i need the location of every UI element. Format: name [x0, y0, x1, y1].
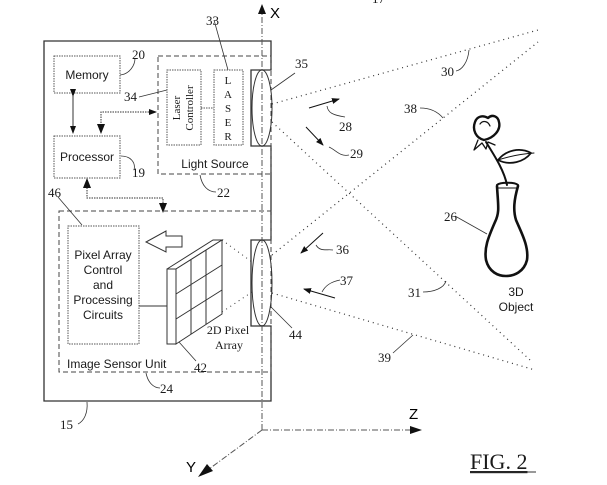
- circuits-label-line: Processing: [73, 293, 132, 307]
- laser-letter: E: [225, 117, 232, 129]
- data-flow-arrow-icon: [144, 230, 183, 253]
- return-beam-arrow-37: [303, 288, 336, 299]
- ref-19: 19: [132, 165, 145, 180]
- circuits-label-line: Pixel Array: [74, 248, 131, 262]
- collection-ray-upper: [271, 41, 539, 256]
- ref-15: 15: [60, 417, 73, 432]
- circuits-label-line: and: [93, 278, 113, 292]
- projection-lens: [251, 69, 273, 147]
- circuits-label-line: Control: [84, 263, 123, 277]
- leader-38: [419, 107, 444, 119]
- leader-36: [315, 244, 334, 251]
- laser-letter: L: [225, 75, 232, 87]
- laser-block: [213, 69, 244, 146]
- image-sensor-unit-box: [58, 210, 272, 373]
- z-axis-label: Z: [409, 406, 418, 423]
- pixel-array-circuits-block: [67, 225, 140, 345]
- ref-24: 24: [160, 381, 174, 396]
- ref-42: 42: [194, 360, 207, 375]
- ref-26: 26: [444, 209, 458, 224]
- leader-42: [178, 341, 197, 362]
- x-axis-arrow-icon: [258, 4, 266, 14]
- collection-lens: [251, 239, 273, 327]
- ref-35: 35: [295, 56, 308, 71]
- pixel-array-label-line2: Array: [215, 338, 243, 352]
- leader-15: [77, 401, 88, 425]
- circuits-label-line: Circuits: [83, 308, 123, 322]
- figure-title: FIG. 2: [470, 449, 527, 474]
- pixel-array-grid: [166, 239, 224, 345]
- laser-label: L A S E R: [224, 75, 232, 143]
- image-sensor-unit-label: Image Sensor Unit: [67, 357, 167, 371]
- sensor-ray-lower: [221, 291, 253, 313]
- laser-letter: A: [224, 89, 232, 101]
- pixel-array-label-line1: 2D Pixel: [207, 323, 250, 337]
- processor-lightsource-bus: [100, 109, 157, 133]
- leader-44: [269, 305, 293, 329]
- laser-letter: R: [224, 131, 232, 143]
- leader-20: [119, 57, 136, 76]
- leader-37: [321, 279, 341, 293]
- processor-sensor-bus: [86, 180, 164, 209]
- leader-22: [199, 174, 217, 193]
- leader-28: [326, 105, 346, 118]
- processor-bus-arrow-icon: [97, 124, 105, 134]
- ref-46: 46: [48, 185, 62, 200]
- memory-block: [53, 55, 121, 94]
- object-label-line1: 3D: [508, 285, 524, 299]
- ref-38: 38: [404, 101, 417, 116]
- leader-29: [328, 146, 350, 156]
- light-source-box: [157, 55, 272, 175]
- processor-sensor-arrow-up-icon: [83, 178, 91, 188]
- ref-33: 33: [206, 13, 219, 28]
- outgoing-beam-arrow-28: [308, 98, 340, 109]
- ref-28: 28: [339, 119, 352, 134]
- illumination-ray-lower: [271, 121, 531, 361]
- ref-22: 22: [217, 185, 230, 200]
- laser-controller-label-line2: Controller: [184, 85, 196, 131]
- top-partial-label: 17: [372, 0, 386, 6]
- leader-24: [145, 372, 161, 389]
- laser-letter: S: [225, 103, 231, 115]
- y-axis-arrow-icon: [198, 464, 213, 477]
- leader-46: [57, 196, 83, 226]
- processor-label: Processor: [60, 150, 114, 164]
- leader-33: [213, 19, 229, 71]
- leader-39: [392, 334, 414, 354]
- sensor-ray-upper: [221, 239, 253, 263]
- ref-44: 44: [289, 327, 303, 342]
- leader-35: [270, 72, 296, 91]
- collection-ray-lower: [271, 292, 536, 371]
- object-label-line2: Object: [499, 300, 534, 314]
- leader-26: [454, 215, 488, 235]
- y-axis-line: [204, 429, 263, 473]
- return-beam-arrow-36: [300, 232, 324, 254]
- leader-30: [455, 49, 470, 72]
- y-axis-label: Y: [186, 459, 196, 476]
- ref-20: 20: [132, 47, 145, 62]
- ref-36: 36: [336, 242, 350, 257]
- ref-37: 37: [340, 273, 354, 288]
- x-axis-label: X: [270, 5, 280, 22]
- ref-39: 39: [378, 350, 391, 365]
- memory-label: Memory: [65, 68, 108, 82]
- z-axis-arrow-icon: [410, 426, 422, 434]
- ref-34: 34: [124, 89, 138, 104]
- processor-sensor-arrow-down-icon: [159, 203, 167, 213]
- vase-with-rose-drawing: [472, 114, 535, 278]
- outgoing-beam-arrow-29: [305, 126, 324, 146]
- illumination-ray-upper: [271, 29, 539, 105]
- ref-30: 30: [441, 64, 454, 79]
- leader-19: [120, 155, 135, 171]
- ref-31: 31: [408, 285, 421, 300]
- ref-29: 29: [350, 146, 363, 161]
- leader-34: [138, 89, 168, 98]
- light-source-label: Light Source: [181, 157, 249, 171]
- laser-controller-label-line1: Laser: [171, 95, 183, 120]
- leader-31: [422, 280, 447, 293]
